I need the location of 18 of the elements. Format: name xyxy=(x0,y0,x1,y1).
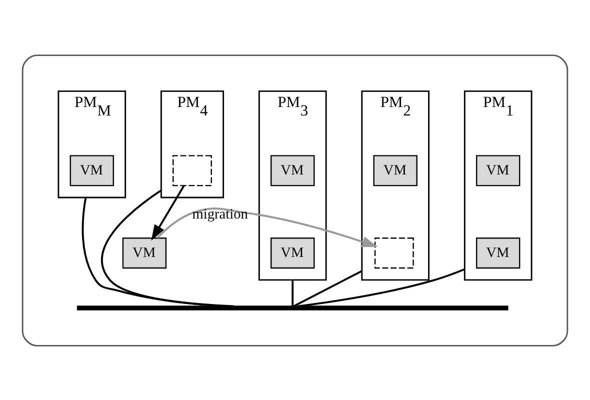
node-box xyxy=(374,237,414,268)
node-box: VM xyxy=(122,237,167,268)
connector xyxy=(101,189,234,307)
cluster xyxy=(22,54,568,346)
node-box: VM xyxy=(476,237,520,268)
arrow xyxy=(156,207,378,247)
connector xyxy=(298,268,466,307)
node-box: VM xyxy=(373,154,418,186)
connector xyxy=(292,279,294,306)
node-bar xyxy=(76,305,508,310)
node-box: VM xyxy=(70,154,114,186)
node-box: VM xyxy=(270,154,315,186)
node-box xyxy=(172,154,212,186)
node-box: VM xyxy=(476,154,520,186)
arrow xyxy=(151,184,185,240)
connector xyxy=(294,270,362,306)
edge-label: migration xyxy=(192,206,248,222)
node-box: VM xyxy=(270,237,315,268)
